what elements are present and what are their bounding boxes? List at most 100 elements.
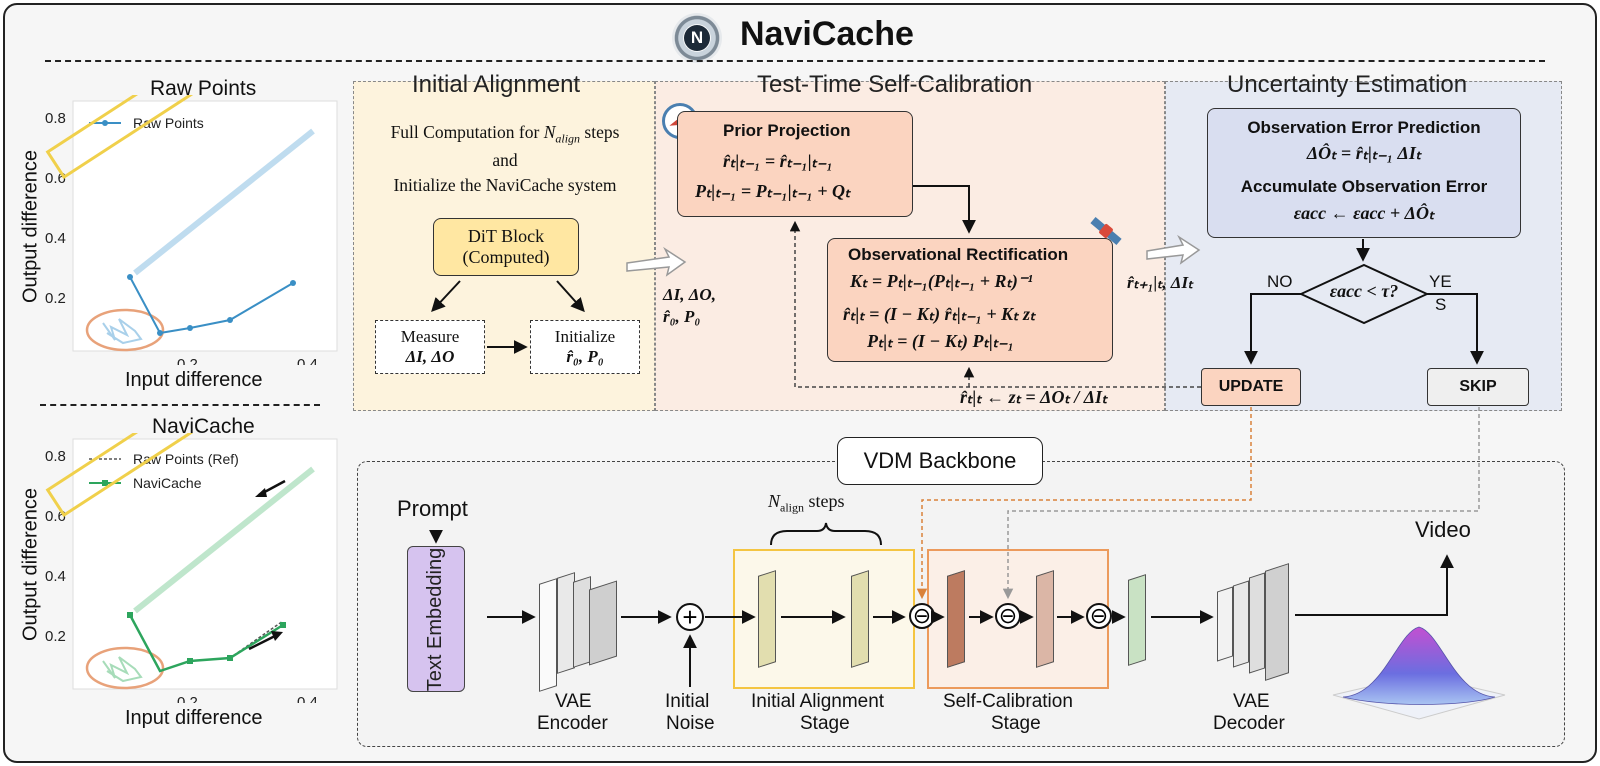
faint-diagonal [133,466,315,614]
left-divider [40,404,320,406]
initial-alignment-title: Initial Alignment [412,71,581,98]
data-point [280,622,286,628]
highlight-ellipse [85,646,165,690]
obs-eq-1: Kₜ = Pₜ|ₜ₋₁(Pₜ|ₜ₋₁ + Rₜ)⁻¹ [850,271,1033,291]
accumulate-error-eq: εacc ← εacc + ΔÔₜ [1293,203,1435,223]
ytick-label: 0.8 [45,448,66,465]
full-computation-prefix: Full Computation for [390,122,544,142]
handoff-1-line2: r̂₀, P₀ [663,307,701,326]
arrow-decoder-to-video [1295,554,1454,616]
faint-cluster [102,318,143,345]
gaussian-surface-icon [1332,626,1506,720]
accumulate-error-title: Accumulate Observation Error [1240,177,1488,196]
navicache-chart-xlabel: Input difference [125,707,263,729]
measure-label: Measure [400,327,460,346]
update-formula: r̂ₜ|ₜ ← zₜ = ΔOₜ / ΔIₜ [960,387,1108,407]
xtick-label: 0.2 [177,694,198,703]
steps-brace [770,522,882,546]
orange-dashed-update-path [916,407,1252,600]
highlight-ellipse [85,308,165,352]
data-point [290,280,296,286]
arrow-dit-to-measure [431,280,461,313]
arrow-dit-to-initialize [556,280,585,313]
measure-box: Measure ΔI, ΔO [375,320,485,374]
legend-marker [102,120,108,126]
full-computation-text: Full Computation for Nalign steps [360,122,650,147]
data-point [127,274,133,280]
prior-eq-1: r̂ₜ|ₜ₋₁ = r̂ₜ₋₁|ₜ₋₁ [723,151,833,171]
update-button[interactable]: UPDATE [1201,368,1301,406]
prior-eq-2: Pₜ|ₜ₋₁ = Pₜ₋₁|ₜ₋₁ + Qₜ [695,181,851,201]
navicache-chart-title: NaviCache [152,415,255,438]
vae-encoder-label-2: Encoder [537,713,608,734]
dit-block-line1: DiT Block [467,226,545,246]
xtick-label: 0.2 [177,356,198,365]
skip-button[interactable]: SKIP [1427,368,1529,406]
self-stage-label-2: Stage [991,713,1041,734]
navicache-chart: 0.8 0.6 0.4 0.2 0.2 0.4 Raw Points (Ref)… [45,433,338,703]
initialize-box: Initialize r̂₀, P₀ [530,320,640,374]
noise-add-node: + [676,603,704,631]
legend-label: NaviCache [133,475,202,491]
raw-points-chart-xlabel: Input difference [125,369,263,391]
initial-stage-label-2: Stage [800,713,850,734]
n-align-sub: align [555,131,581,146]
update-button-label: UPDATE [1218,378,1284,395]
self-stage-label-1: Self-Calibration [943,691,1073,712]
full-computation-suffix: steps [580,122,620,142]
ytick-label: 0.2 [45,290,66,307]
backbone-title-box: VDM Backbone [837,437,1043,485]
n-align-steps-label: Nalign steps [768,491,845,516]
legend-marker [102,480,108,486]
arrow-head [255,488,267,497]
xtick-label: 0.4 [297,356,318,365]
yes-label-part2: S [1435,295,1447,314]
faint-diagonal [133,128,315,276]
error-prediction-box [1207,108,1521,238]
data-point [187,325,193,331]
initial-stage-label-1: Initial Alignment [751,691,885,712]
arrow-head [271,631,283,641]
connectors [429,185,1484,687]
header-divider [45,60,1545,62]
arrow-no-to-update [1244,293,1301,365]
figure-frame: N NaviCache Raw Points Output difference… [3,3,1597,763]
arrow-prior-to-obs [913,185,976,234]
decision-diamond [1299,263,1429,325]
subtract-node: ⊖ [1086,603,1112,629]
text-embedding-box: Text Embedding [407,546,465,692]
data-point [157,330,163,336]
obs-eq-3: Pₜ|ₜ = (I − Kₜ) Pₜ|ₜ₋₁ [867,331,1014,351]
ytick-label: 0.4 [45,230,66,247]
highlight-box [45,95,223,180]
measure-math: ΔI, ΔO [405,347,455,366]
raw-points-chart: 0.8 0.6 0.4 0.2 0.2 0.4 Raw Points [45,95,338,365]
prior-projection-title: Prior Projection [723,121,851,140]
observational-rectification-title: Observational Rectification [848,245,1069,264]
xtick-label: 0.4 [297,694,318,703]
ytick-label: 0.8 [45,110,66,127]
initialize-system-text: Initialize the NaviCache system [393,175,617,195]
uncertainty-title: Uncertainty Estimation [1227,71,1468,98]
gray-dashed-skip-path [1002,407,1480,600]
logo-letter: N [684,25,710,51]
n-align-steps-sub: align [780,500,805,515]
faint-cluster [102,656,143,683]
data-point [227,655,233,661]
initial-noise-label-2: Noise [666,713,715,734]
initial-noise-label-1: Initial [665,691,710,712]
initialize-label: Initialize [554,327,616,346]
prompt-label: Prompt [397,496,468,521]
error-prediction-title: Observation Error Prediction [1247,118,1481,137]
error-prediction-eq: ΔÔₜ = r̂ₜ|ₜ₋₁ ΔIₜ [1306,143,1422,163]
logo: N [672,13,722,63]
obs-eq-2: r̂ₜ|ₜ = (I − Kₜ) r̂ₜ|ₜ₋₁ + Kₜ zₜ [843,304,1036,324]
ytick-label: 0.4 [45,568,66,585]
data-point [127,612,133,618]
n-align-var: N [543,122,556,142]
hollow-arrow-2 [1146,234,1201,265]
backbone-title: VDM Backbone [863,448,1017,473]
hollow-arrow-1 [626,246,687,277]
handoff-1-line1: ΔI, ΔO, [663,285,716,304]
legend-ref-label: Raw Points (Ref) [133,451,239,467]
